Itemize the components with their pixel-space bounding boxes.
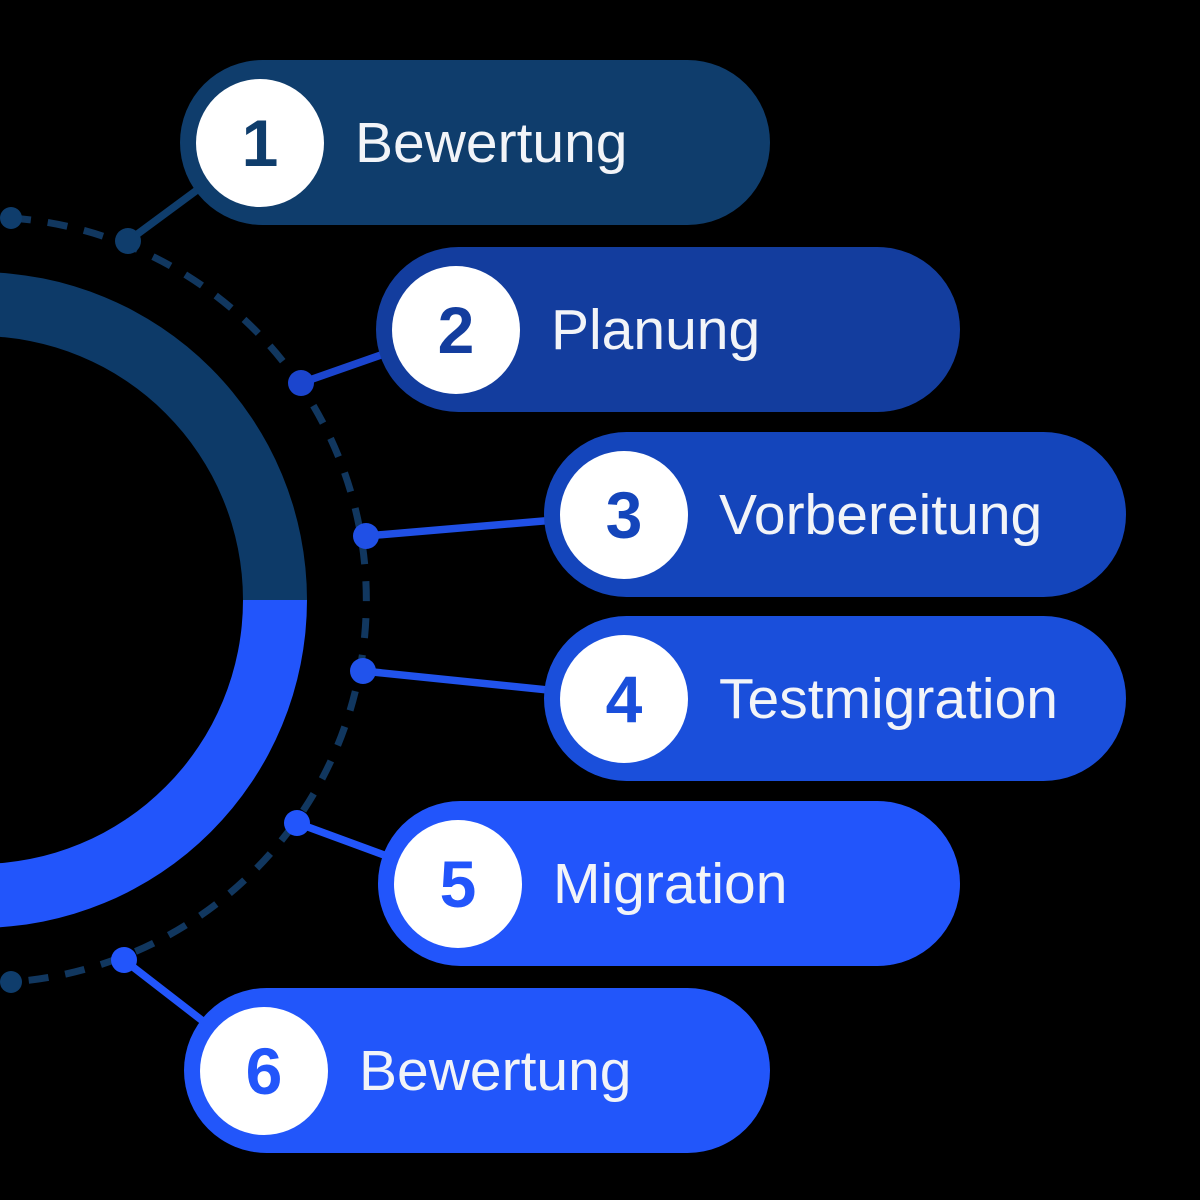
step-label-3: Vorbereitung <box>719 482 1043 547</box>
step-number-3: 3 <box>605 477 643 552</box>
connector-dot-2 <box>288 370 314 396</box>
process-ring-top-arc <box>0 272 307 600</box>
step-pill-6: 6 Bewertung <box>184 988 770 1153</box>
dashed-orbit-arc <box>10 214 370 986</box>
step-number-2: 2 <box>437 292 475 367</box>
step-pill-2: 2 Planung <box>376 247 960 412</box>
step-number-circle-5: 5 <box>394 819 522 948</box>
step-number-5: 5 <box>439 846 477 921</box>
step-label-6: Bewertung <box>359 1038 632 1103</box>
orbit-end-dot-top <box>0 207 22 229</box>
connector-dot-5 <box>284 810 310 836</box>
step-number-circle-1: 1 <box>196 78 324 207</box>
step-pill-4: 4 Testmigration <box>544 616 1126 781</box>
connector-dot-4 <box>350 658 376 684</box>
step-number-circle-6: 6 <box>200 1006 328 1135</box>
orbit-end-dot-bottom <box>0 971 22 993</box>
step-label-5: Migration <box>553 851 788 916</box>
connector-dot-6 <box>111 947 137 973</box>
step-number-circle-3: 3 <box>560 450 688 579</box>
step-number-6: 6 <box>245 1033 283 1108</box>
step-number-circle-2: 2 <box>392 265 520 394</box>
step-pill-5: 5 Migration <box>378 801 960 966</box>
step-number-circle-4: 4 <box>560 634 688 763</box>
step-number-4: 4 <box>605 661 643 736</box>
step-label-2: Planung <box>551 297 761 362</box>
connector-dot-3 <box>353 523 379 549</box>
connector-dot-1 <box>115 228 141 254</box>
step-pill-3: 3 Vorbereitung <box>544 432 1126 597</box>
step-label-4: Testmigration <box>719 666 1058 731</box>
step-number-1: 1 <box>241 105 279 180</box>
step-pill-1: 1 Bewertung <box>180 60 770 225</box>
step-label-1: Bewertung <box>355 110 628 175</box>
process-ring-bottom-arc <box>0 600 307 928</box>
